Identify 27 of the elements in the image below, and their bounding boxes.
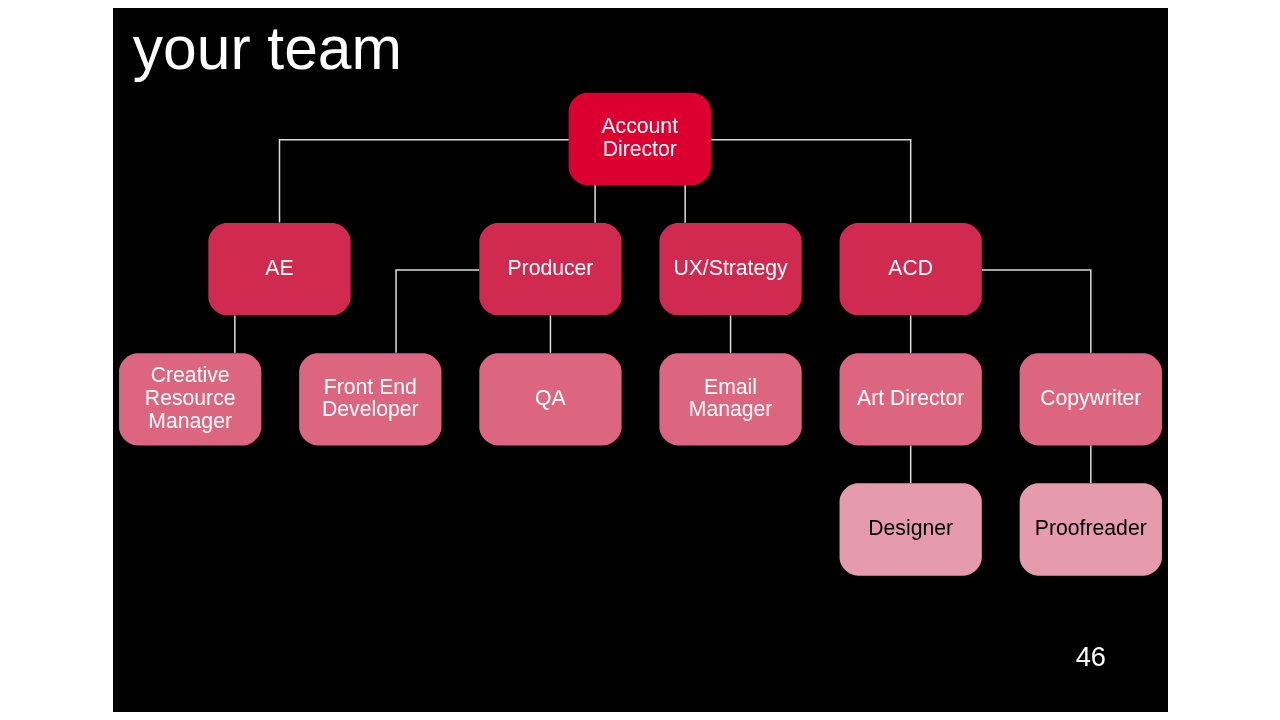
connector <box>683 184 686 224</box>
connector <box>549 314 551 354</box>
node-box: AE <box>207 223 351 316</box>
node-box: Producer <box>478 223 622 316</box>
diagram-title: your team <box>132 13 402 82</box>
connector <box>233 314 236 354</box>
node-box: Art Director <box>839 353 982 446</box>
node-box: Creative Resource Manager <box>118 353 261 446</box>
node-box: Account Director <box>568 92 711 186</box>
node-box: UX/Strategy <box>658 223 802 316</box>
connector <box>909 314 911 354</box>
node-box: Front End Developer <box>298 353 441 446</box>
connector <box>709 139 911 224</box>
node-box: Proofreader <box>1019 483 1162 576</box>
label: 46 <box>1075 641 1106 673</box>
connector <box>394 269 480 354</box>
node-box: Copywriter <box>1019 353 1162 446</box>
node-box: Designer <box>839 483 982 576</box>
connector <box>278 139 569 224</box>
connector <box>729 314 731 354</box>
node-box: QA <box>478 353 622 446</box>
node-box: ACD <box>839 223 982 316</box>
connector <box>980 269 1092 354</box>
node-box: Email Manager <box>658 353 802 446</box>
connector <box>593 184 596 224</box>
connector <box>909 444 911 484</box>
connector <box>1089 444 1092 484</box>
